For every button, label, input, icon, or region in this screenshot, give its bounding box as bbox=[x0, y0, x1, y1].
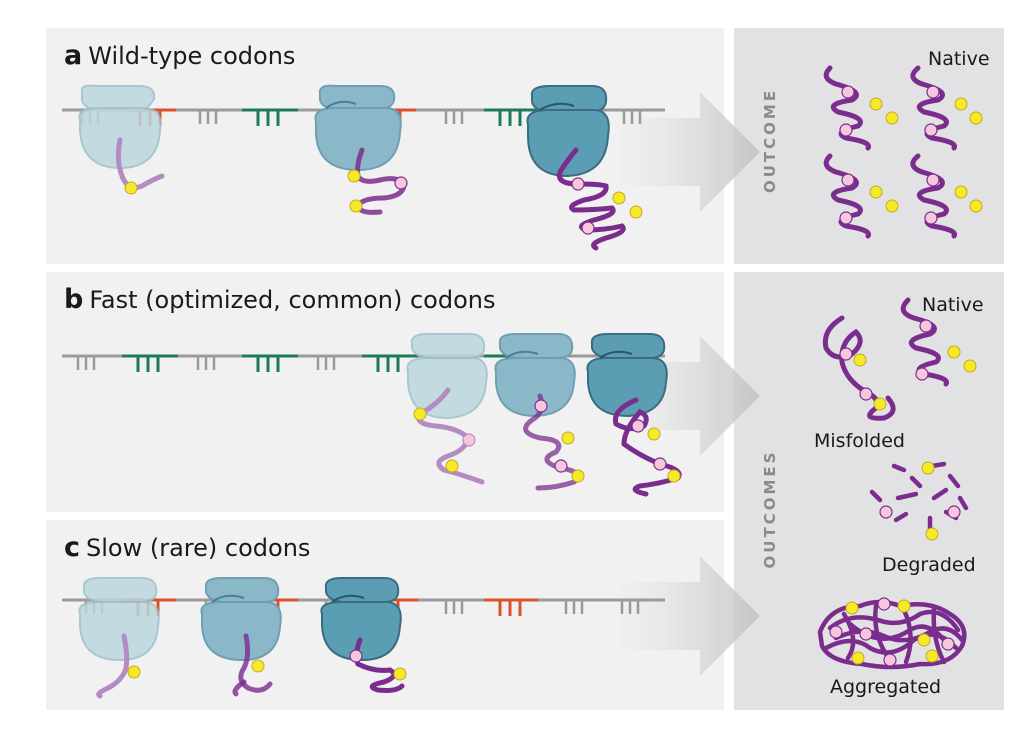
ribosome-b3 bbox=[586, 333, 682, 497]
ribosome-a2 bbox=[314, 84, 408, 215]
degraded-label: Degraded bbox=[882, 554, 976, 576]
panel-a-title-text: Wild-type codons bbox=[88, 42, 296, 70]
ribosome-c1 bbox=[78, 577, 160, 699]
panel-b-title-text: Fast (optimized, common) codons bbox=[89, 286, 496, 314]
panel-c-title-text: Slow (rare) codons bbox=[86, 534, 311, 562]
ribosome-a3 bbox=[526, 85, 643, 251]
panel-c-letter: c bbox=[64, 532, 81, 563]
misfolded-label: Misfolded bbox=[814, 430, 905, 452]
native-label-2: Native bbox=[922, 294, 984, 316]
native-protein-3 bbox=[823, 153, 899, 239]
ribosome-b2 bbox=[494, 333, 585, 491]
native-label-1: Native bbox=[928, 48, 990, 70]
native-protein-4 bbox=[910, 153, 983, 239]
native-protein-1 bbox=[823, 65, 899, 151]
degraded-protein bbox=[869, 461, 969, 541]
native-protein-5 bbox=[900, 297, 977, 387]
misfolded-protein bbox=[822, 315, 896, 421]
outcomes-side-label: OUTCOMES bbox=[761, 449, 779, 569]
arrow-a bbox=[620, 92, 760, 212]
native-protein-2 bbox=[910, 65, 983, 151]
aggregated-protein bbox=[817, 597, 967, 670]
aggregated-label: Aggregated bbox=[830, 676, 942, 698]
outcome-side-label: OUTCOME bbox=[761, 87, 779, 193]
panel-a-letter: a bbox=[64, 40, 83, 71]
panel-b-letter: b bbox=[64, 284, 84, 315]
ribosome-c2 bbox=[200, 577, 282, 697]
ribosome-c3 bbox=[320, 577, 407, 693]
ribosome-b1 bbox=[406, 333, 488, 485]
arrow-c bbox=[620, 556, 760, 676]
ribosome-a1 bbox=[78, 84, 165, 195]
